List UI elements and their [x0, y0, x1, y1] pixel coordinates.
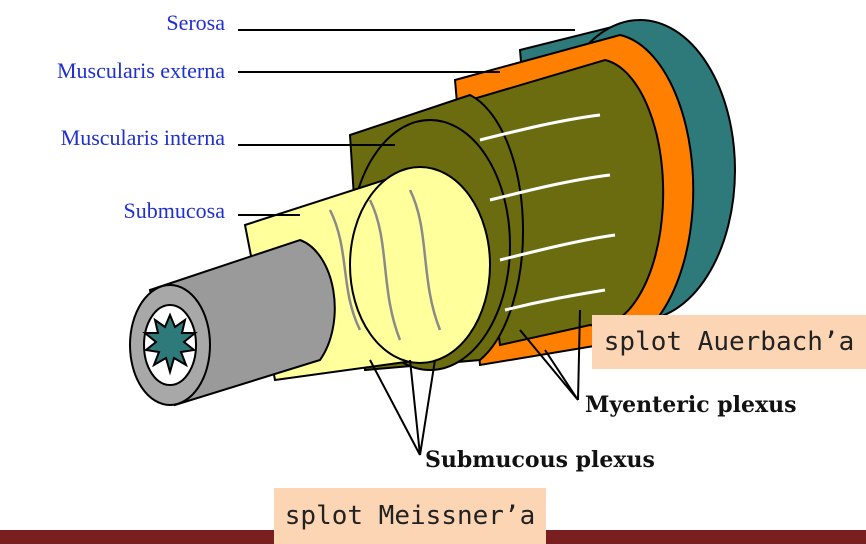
- label-serosa: Serosa: [166, 10, 225, 35]
- label-submucosa: Submucosa: [124, 198, 226, 223]
- label-submucous-plexus: Submucous plexus: [425, 447, 655, 473]
- submucous-leader: [370, 360, 435, 455]
- label-myenteric-plexus: Myenteric plexus: [585, 392, 797, 418]
- submucosa-end-face: [350, 167, 490, 363]
- callout-meissner: splot Meissner’a: [274, 488, 546, 544]
- callout-auerbach: splot Auerbach’a: [592, 315, 866, 369]
- label-muscularis-externa: Muscularis externa: [57, 58, 225, 83]
- label-muscularis-interna: Muscularis interna: [61, 125, 226, 150]
